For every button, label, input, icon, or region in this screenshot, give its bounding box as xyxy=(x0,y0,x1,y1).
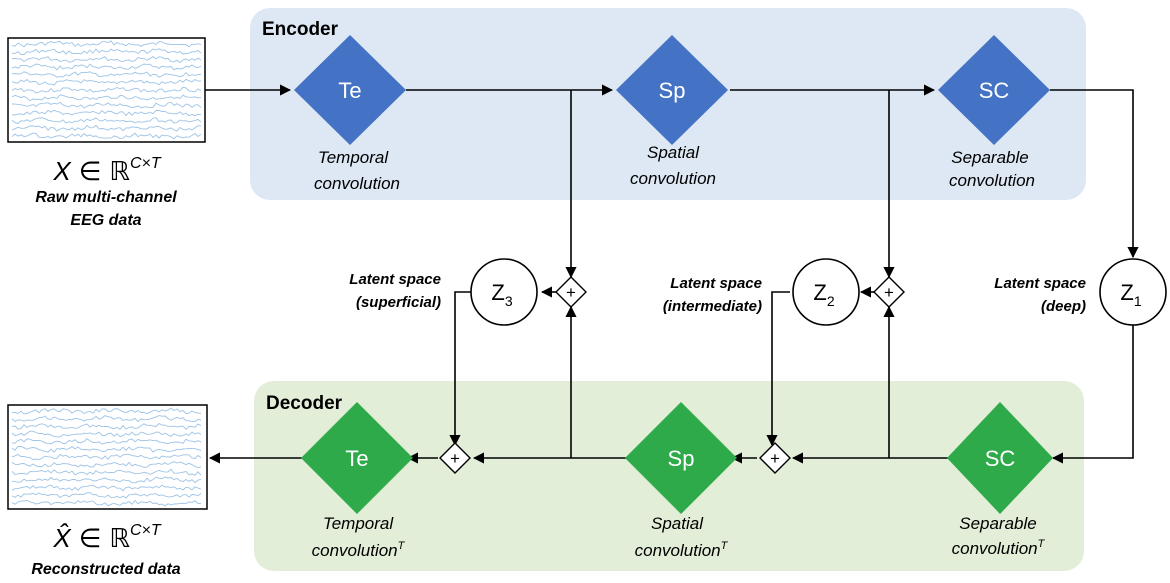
encoder-title: Encoder xyxy=(262,19,339,40)
eeg-trace xyxy=(11,430,202,438)
sum-node-z2: + xyxy=(873,276,905,308)
eeg-trace xyxy=(11,132,202,140)
latent-z1-label1: Latent space xyxy=(994,275,1086,292)
eeg-trace xyxy=(11,117,202,125)
eeg-trace xyxy=(11,40,202,48)
eeg-trace xyxy=(11,445,202,453)
latent-z1-label2: (deep) xyxy=(1041,298,1086,315)
encoder-sp-caption1: Spatial xyxy=(647,143,700,162)
output-caption: Reconstructed data xyxy=(31,561,180,578)
encoder-block-sp: Sp xyxy=(616,35,728,145)
input-formula: X∈ℝC×T xyxy=(52,155,161,186)
decoder-te-caption2: convolutionT xyxy=(312,540,406,560)
eeg-trace xyxy=(11,56,202,64)
decoder-sp-caption2: convolutionT xyxy=(635,540,729,560)
latent-z1: Z1 xyxy=(1099,258,1167,326)
eeg-trace xyxy=(11,124,202,132)
encoder-sp-caption2: convolution xyxy=(630,169,716,188)
eeg-trace xyxy=(11,476,202,484)
eeg-trace xyxy=(11,484,202,492)
eeg-input-image xyxy=(7,37,206,143)
eeg-output-image xyxy=(7,404,208,510)
latent-z3: Z3 xyxy=(470,258,538,326)
input-caption-line1: Raw multi-channel xyxy=(35,189,177,206)
sum-node-decoder-sp: + xyxy=(759,442,791,474)
decoder-title: Decoder xyxy=(266,393,343,414)
eeg-trace xyxy=(11,63,202,71)
input-caption-line2: EEG data xyxy=(70,212,141,229)
latent-z2-label2: (intermediate) xyxy=(663,298,762,315)
encoder-sc-symbol: SC xyxy=(979,78,1010,103)
eeg-trace xyxy=(11,86,202,94)
eeg-trace xyxy=(11,101,202,109)
encoder-te-caption2: convolution xyxy=(314,174,400,193)
svg-text:Z1: Z1 xyxy=(1120,280,1141,309)
encoder-sc-caption2: convolution xyxy=(949,171,1035,190)
eeg-trace xyxy=(11,415,202,423)
decoder-sc-symbol: SC xyxy=(985,446,1016,471)
output-formula: X̂∈ℝC×T xyxy=(52,522,161,553)
eeg-trace xyxy=(11,407,202,415)
eeg-trace xyxy=(11,492,202,499)
eeg-trace xyxy=(11,71,202,78)
eeg-trace xyxy=(11,48,202,55)
svg-text:+: + xyxy=(884,283,894,302)
decoder-sc-caption2: convolutionT xyxy=(952,538,1046,558)
svg-text:+: + xyxy=(450,449,460,468)
sum-node-z3: + xyxy=(555,276,587,308)
svg-text:+: + xyxy=(566,283,576,302)
decoder-sp-caption1: Spatial xyxy=(651,514,704,533)
eeg-trace xyxy=(11,78,202,86)
svg-text:Z3: Z3 xyxy=(491,280,512,309)
decoder-te-caption1: Temporal xyxy=(323,514,394,533)
latent-z3-label1: Latent space xyxy=(349,271,441,288)
eeg-trace xyxy=(11,453,202,461)
decoder-sp-symbol: Sp xyxy=(668,446,695,471)
encoder-te-caption1: Temporal xyxy=(318,148,389,167)
connections xyxy=(205,84,1139,464)
sum-node-decoder-te: + xyxy=(439,442,471,474)
decoder-block-sc: SC xyxy=(947,402,1053,514)
encoder-sc-caption1: Separable xyxy=(951,148,1029,167)
latent-z2-label1: Latent space xyxy=(670,275,762,292)
eeg-trace xyxy=(11,499,202,507)
decoder-sc-caption1: Separable xyxy=(959,514,1037,533)
eeg-trace xyxy=(11,94,202,102)
eeg-trace xyxy=(11,109,202,117)
svg-text:Z2: Z2 xyxy=(813,280,834,309)
decoder-block-te: Te xyxy=(301,402,413,514)
latent-z2: Z2 xyxy=(792,258,860,326)
decoder-te-symbol: Te xyxy=(345,446,368,471)
eeg-trace xyxy=(11,468,202,476)
eeg-trace xyxy=(11,461,202,469)
encoder-te-symbol: Te xyxy=(338,78,361,103)
eeg-trace xyxy=(12,438,202,445)
latent-z3-label2: (superficial) xyxy=(356,294,441,311)
svg-text:+: + xyxy=(770,449,780,468)
decoder-block-sp: Sp xyxy=(625,402,737,514)
encoder-sp-symbol: Sp xyxy=(659,78,686,103)
encoder-block-te: Te xyxy=(294,35,406,145)
encoder-block-sc: SC xyxy=(938,35,1050,145)
eeg-trace xyxy=(11,423,202,430)
